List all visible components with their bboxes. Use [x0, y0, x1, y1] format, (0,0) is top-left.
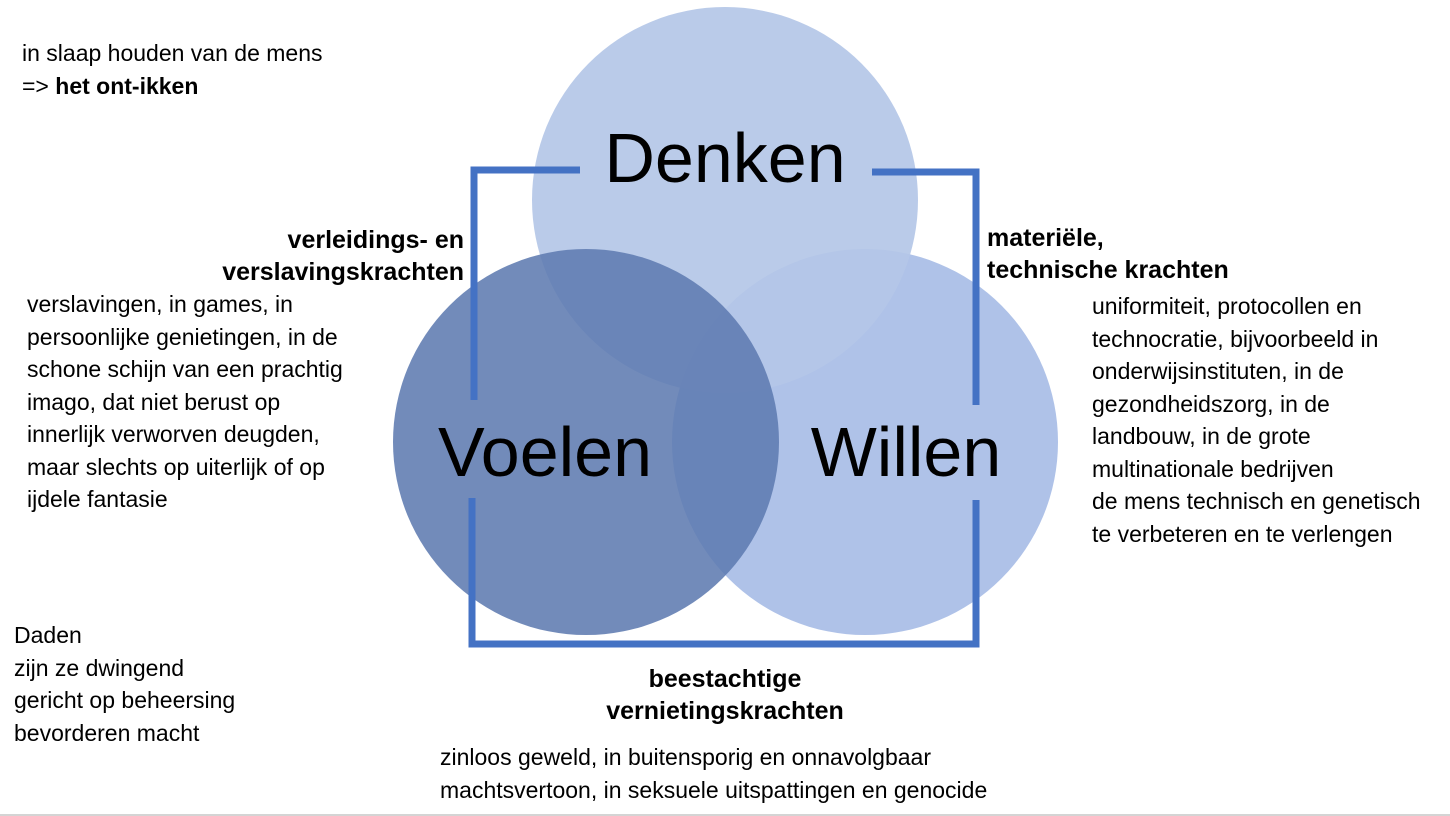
- frame-top-left: [470, 166, 580, 400]
- daden-note: Daden zijn ze dwingend gericht op beheer…: [14, 619, 235, 749]
- right-description-line: te verbeteren en te verlengen: [1092, 520, 1393, 547]
- bottom-heading: beestachtige vernietingskrachten: [525, 663, 925, 727]
- top-note: in slaap houden van de mens => het ont-i…: [22, 37, 323, 102]
- left-heading: verleidings- en verslavingskrachten: [222, 224, 464, 288]
- bottom-heading-line: vernietingskrachten: [606, 697, 844, 725]
- top-note-line-2: => het ont-ikken: [22, 70, 323, 103]
- frame-top-right: [872, 168, 980, 405]
- left-description-line: imago, dat niet berust op: [27, 388, 281, 415]
- right-description-line: onderwijsinstituten, in de: [1092, 358, 1344, 384]
- left-heading-line: verslavingskrachten: [222, 258, 464, 286]
- left-description-line: ijdele fantasie: [27, 486, 168, 512]
- frame-bottom: [468, 498, 980, 648]
- daden-note-line: bevorderen macht: [14, 719, 200, 746]
- bottom-description-line: zinloos geweld, in buitensporig en onnav…: [440, 744, 932, 770]
- arrow-text: =>: [22, 72, 49, 99]
- left-heading-line: verleidings- en: [287, 226, 464, 254]
- right-description-line: de mens technisch en genetisch: [1092, 488, 1421, 514]
- right-description-line: uniformiteit, protocollen en: [1092, 293, 1362, 319]
- daden-note-line: Daden: [14, 622, 82, 648]
- left-description-line: verslavingen, in games, in: [27, 291, 293, 317]
- right-heading-line: technische krachten: [987, 256, 1229, 284]
- bottom-heading-line: beestachtige: [648, 665, 802, 693]
- bottom-description: zinloos geweld, in buitensporig en onnav…: [440, 741, 987, 806]
- right-description-line: technocratie, bijvoorbeeld in: [1092, 325, 1379, 352]
- left-description-line: innerlijk verworven deugden,: [27, 421, 320, 447]
- right-description-line: landbouw, in de grote: [1092, 423, 1311, 449]
- left-description-line: persoonlijke genietingen, in de: [27, 323, 338, 350]
- denken-label: Denken: [604, 119, 845, 197]
- voelen-circle: [393, 249, 779, 635]
- daden-note-line: zijn ze dwingend: [14, 654, 185, 681]
- left-description-line: schone schijn van een prachtig: [27, 356, 343, 382]
- left-description-line: maar slechts op uiterlijk of op: [27, 453, 325, 480]
- bottom-border: [0, 814, 1450, 816]
- top-note-line: in slaap houden van de mens: [22, 40, 323, 66]
- daden-note-line: gericht op beheersing: [14, 687, 236, 713]
- right-heading-line: materiële,: [987, 224, 1104, 252]
- right-description: uniformiteit, protocollen en technocrati…: [1092, 290, 1421, 550]
- willen-label: Willen: [811, 413, 1002, 491]
- right-description-line: gezondheidszorg, in de: [1092, 390, 1330, 417]
- connector-frame: [468, 166, 980, 648]
- right-heading: materiële, technische krachten: [987, 222, 1229, 286]
- bottom-description-line: machtsvertoon, in seksuele uitspattingen…: [440, 776, 988, 803]
- top-note-emphasis: het ont-ikken: [55, 72, 199, 99]
- left-description: verslavingen, in games, in persoonlijke …: [27, 288, 343, 516]
- voelen-label: Voelen: [438, 413, 652, 491]
- right-description-line: multinationale bedrijven: [1092, 455, 1334, 482]
